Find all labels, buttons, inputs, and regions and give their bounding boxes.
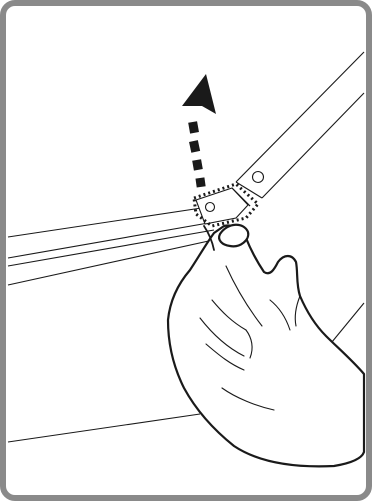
clip-hole [206, 203, 215, 212]
